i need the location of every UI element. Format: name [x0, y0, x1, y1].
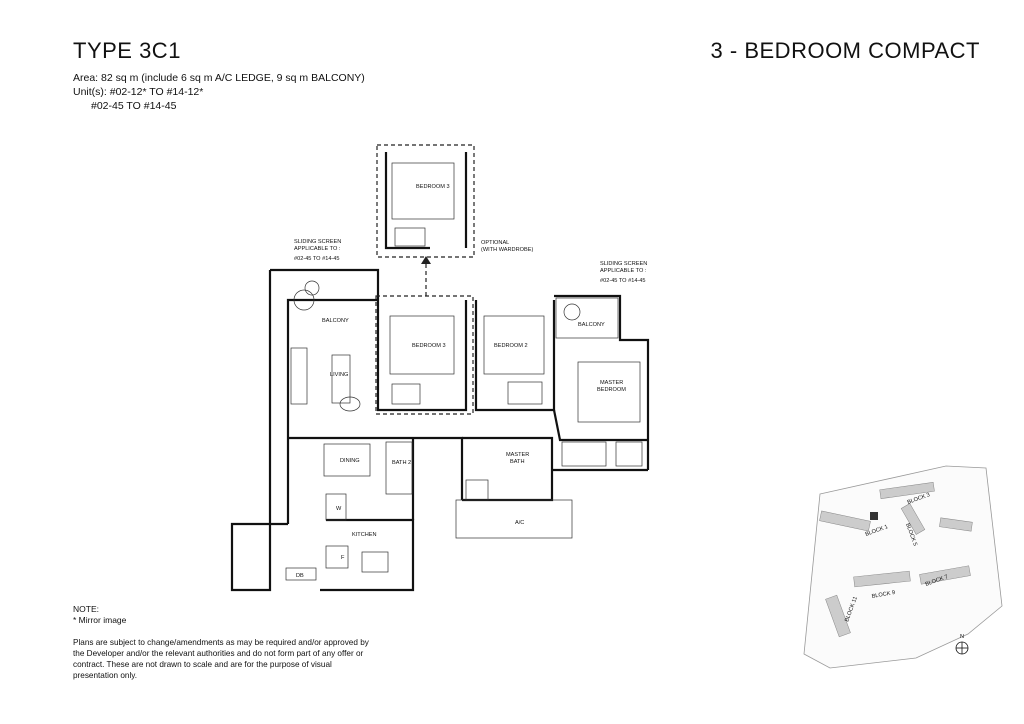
north-label: N: [960, 634, 964, 640]
site-plan: BLOCK 1 BLOCK 3 BLOCK 5 BLOCK 7 BLOCK 9 …: [803, 465, 1003, 669]
screen-note-left-2: APPLICABLE TO :: [294, 246, 341, 252]
type-title: TYPE 3C1: [73, 38, 181, 63]
notes: NOTE: * Mirror image: [73, 604, 373, 626]
room-label: LIVING: [330, 372, 348, 378]
room-label: MASTER: [506, 452, 529, 458]
optional-bedroom-3: BEDROOM 3: [376, 144, 475, 258]
screen-note-right-2: APPLICABLE TO :: [600, 268, 647, 274]
room-label: DINING: [340, 458, 360, 464]
room-label: MASTER: [600, 380, 623, 386]
arrow-head-icon: [421, 256, 431, 264]
room-label: BALCONY: [578, 322, 605, 328]
screen-note-left-1: SLIDING SCREEN: [294, 239, 341, 245]
room-label: BEDROOM 3: [412, 343, 446, 349]
optional-note-2: (WITH WARDROBE): [481, 247, 533, 253]
screen-note-right-1: SLIDING SCREEN: [600, 261, 647, 267]
north-compass-icon: [955, 641, 969, 655]
room-label: BATH: [510, 459, 525, 465]
ac-ledge: [455, 499, 573, 539]
area-spec: Area: 82 sq m (include 6 sq m A/C LEDGE,…: [73, 72, 365, 84]
notes-heading: NOTE:: [73, 604, 99, 614]
mirror-note: * Mirror image: [73, 615, 127, 625]
room-label: KITCHEN: [352, 532, 377, 538]
room-label: A/C: [515, 520, 524, 526]
room-label: F: [341, 555, 345, 561]
room-label: BEDROOM 2: [494, 343, 528, 349]
block-label: BLOCK 9: [871, 590, 895, 600]
units-line-1: Unit(s): #02-12* TO #14-12*: [73, 86, 204, 98]
units-line-2: #02-45 TO #14-45: [91, 100, 177, 112]
optional-note-1: OPTIONAL: [481, 240, 509, 246]
disclaimer: Plans are subject to change/amendments a…: [73, 638, 369, 680]
category-title: 3 - BEDROOM COMPACT: [710, 38, 980, 63]
room-label: BALCONY: [322, 318, 349, 324]
screen-note-right-3: #02-45 TO #14-45: [600, 278, 646, 284]
room-label: BEDROOM 3: [416, 184, 450, 190]
outer-walls: [230, 268, 650, 592]
screen-note-left-3: #02-45 TO #14-45: [294, 256, 340, 262]
room-label: DB: [296, 573, 304, 579]
room-label: BATH 2: [392, 460, 411, 466]
room-label: W: [336, 506, 342, 512]
room-label: BEDROOM: [597, 387, 626, 393]
bedroom-3-outline: [375, 295, 474, 415]
